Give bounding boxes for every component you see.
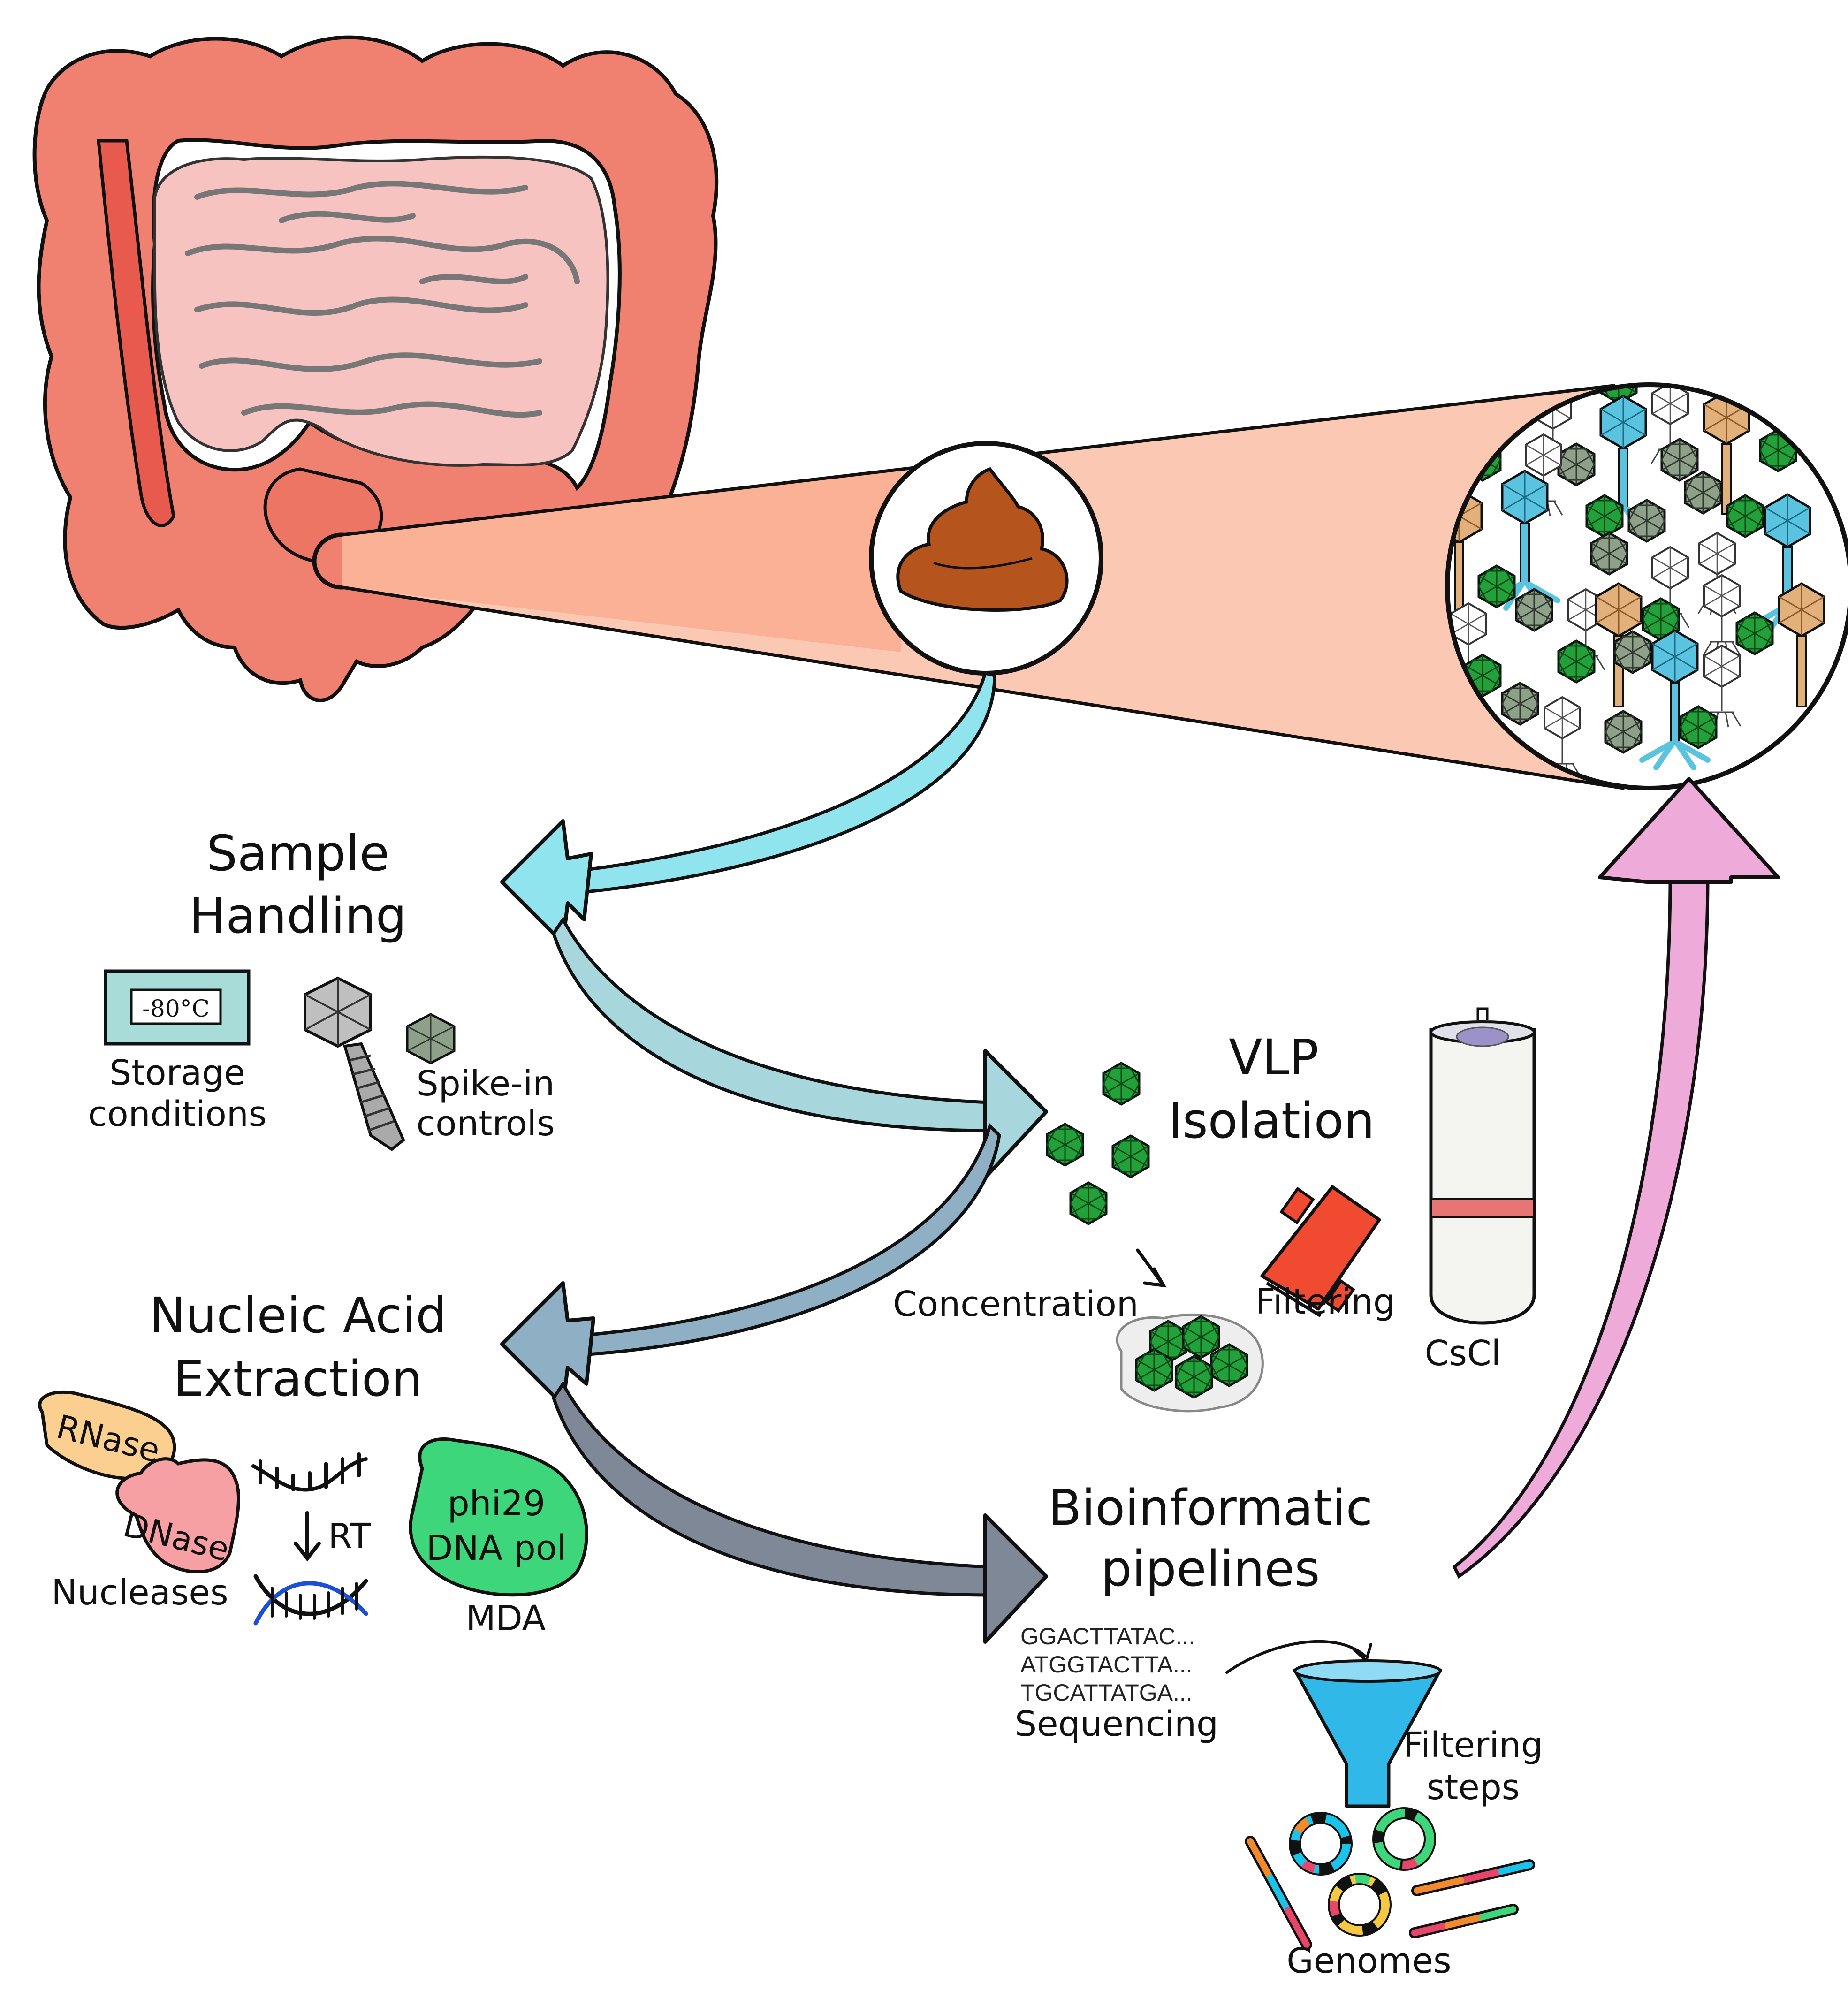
circular-genome-3 [1328, 1873, 1392, 1937]
rt-arrow [294, 1511, 321, 1562]
sequence-read-2: ATGGTACTTA... [1020, 1651, 1193, 1678]
bioinformatic-title-line1: Bioinformatic [1048, 1479, 1373, 1536]
circular-genome-1 [1289, 1812, 1353, 1876]
vlp-capsids [1047, 1063, 1148, 1224]
sequence-read-3: TGCATTATGA... [1020, 1679, 1193, 1706]
zoom-beam-inner [342, 469, 901, 652]
phi29-polymerase-icon [409, 1437, 588, 1597]
phi29-label-line1: phi29 [448, 1483, 546, 1524]
linear-contig-2 [1411, 1859, 1535, 1896]
sample-handling-title-line1: Sample [206, 825, 389, 882]
freezer-icon [104, 969, 251, 1046]
nucleic-acid-title-line2: Extraction [174, 1350, 423, 1407]
bioinformatic-title-line2: pipelines [1101, 1540, 1320, 1597]
rna-strand-icon [251, 1452, 368, 1492]
spike-in-label-line1: Spike-in [417, 1064, 555, 1104]
rt-label: RT [328, 1516, 371, 1557]
arrow-to-vlp-isolation [552, 916, 1048, 1179]
nucleases-label: Nucleases [51, 1573, 228, 1613]
funnel-icon [1293, 1659, 1442, 1808]
arrow-to-sample-handling [500, 671, 996, 945]
vlp-isolation-title-line1: VLP [1229, 1029, 1319, 1086]
concentration-label: Concentration [893, 1284, 1139, 1324]
cscl-tube-icon [1429, 1007, 1536, 1325]
vlp-isolation-title-line2: Isolation [1168, 1092, 1375, 1149]
appendix [97, 139, 175, 527]
concentrated-pellet-icon [1116, 1313, 1264, 1413]
sample-handling-title-line2: Handling [189, 887, 407, 944]
dnase-icon [115, 1457, 241, 1573]
arrow-to-bioinformatic-pipelines [552, 1381, 1048, 1644]
genomes-icon [1245, 1807, 1535, 1950]
linear-contig-3 [1409, 1904, 1519, 1938]
cscl-label: CsCl [1425, 1333, 1501, 1374]
sequencing-label: Sequencing [1015, 1704, 1218, 1744]
syringe-filter-icon [1260, 1185, 1381, 1317]
stool-sample-circle [869, 441, 1103, 676]
stool-icon [896, 467, 1069, 612]
filtering-steps-label-line2: steps [1427, 1767, 1520, 1808]
circular-genome-2 [1372, 1807, 1436, 1871]
genomes-label: Genomes [1286, 1941, 1451, 1981]
phi29-label-line2: DNA pol [426, 1528, 566, 1568]
filtering-steps-label-line1: Filtering [1403, 1725, 1543, 1765]
rnase-icon [38, 1390, 176, 1481]
dna-helix-icon [253, 1574, 368, 1626]
arrow-to-nucleic-acid-extraction [500, 1123, 1001, 1407]
filtering-label: Filtering [1255, 1282, 1395, 1322]
linear-contig-1 [1245, 1836, 1312, 1950]
arrow-to-virome [1452, 777, 1780, 1579]
virome-circle [1445, 382, 1848, 790]
intestine-loops [185, 181, 580, 418]
concentration-arrow [1136, 1248, 1167, 1288]
freezer-temperature: -80°C [142, 995, 210, 1022]
spike-in-label-line2: controls [416, 1103, 555, 1144]
sequence-read-1: GGACTTATAC... [1020, 1623, 1195, 1649]
small-intestine [153, 155, 609, 467]
spike-in-phage-icon [304, 976, 456, 1151]
mda-label: MDA [466, 1598, 546, 1639]
storage-label-line1: Storage [109, 1053, 245, 1093]
nucleic-acid-title-line1: Nucleic Acid [149, 1287, 447, 1344]
storage-label-line2: conditions [88, 1094, 267, 1134]
